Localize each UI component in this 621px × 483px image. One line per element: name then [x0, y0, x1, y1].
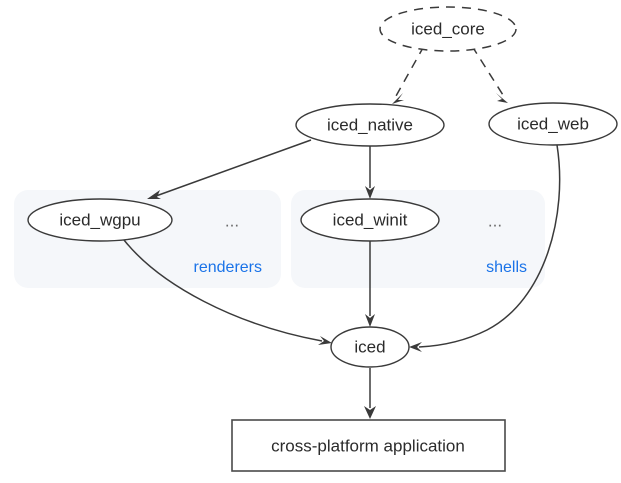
- shells-more-ellipsis: ...: [488, 211, 502, 230]
- node-iced-web-label: iced_web: [517, 114, 589, 133]
- edge-web-to-iced: [409, 144, 561, 352]
- node-iced-shape[interactable]: [330, 326, 410, 368]
- node-iced-winit[interactable]: iced_winit: [300, 198, 440, 242]
- edge-wgpu-to-iced-arrowhead: [318, 336, 332, 345]
- node-iced-wgpu[interactable]: iced_wgpu: [27, 198, 173, 242]
- node-iced-label: iced: [354, 337, 385, 356]
- node-iced-core[interactable]: iced_core: [379, 6, 517, 52]
- renderers-more-ellipsis: ...: [225, 211, 239, 230]
- node-cross-platform-application-shape[interactable]: [231, 419, 506, 472]
- edge-wgpu-to-iced: [123, 239, 332, 345]
- edge-wgpu-to-iced-line: [123, 239, 323, 342]
- node-iced-native[interactable]: iced_native: [295, 103, 445, 147]
- node-iced-wgpu-label: iced_wgpu: [59, 210, 140, 229]
- edge-native-to-winit-arrowhead: [365, 186, 375, 199]
- cluster-renderers-label: renderers: [194, 259, 262, 276]
- edge-core-to-native: [392, 45, 425, 104]
- edge-native-to-wgpu-arrowhead: [147, 190, 161, 199]
- edge-web-to-iced-arrowhead: [409, 342, 422, 352]
- edge-winit-to-iced: [365, 241, 375, 327]
- node-iced-core-shape[interactable]: [379, 6, 517, 52]
- node-iced-web-shape[interactable]: [488, 102, 618, 146]
- node-cross-platform-application[interactable]: cross-platform application: [231, 419, 506, 472]
- node-iced-winit-shape[interactable]: [300, 198, 440, 242]
- edge-native-to-wgpu: [147, 139, 312, 199]
- node-iced-core-label: iced_core: [411, 19, 485, 38]
- edge-core-to-web-arrowhead: [496, 93, 508, 103]
- node-iced[interactable]: iced: [330, 326, 410, 368]
- edge-web-to-iced-line: [418, 144, 561, 348]
- edge-core-to-web: [471, 45, 508, 103]
- edge-native-to-winit: [365, 146, 375, 199]
- edge-core-to-web-line: [471, 45, 504, 96]
- node-cross-platform-application-label: cross-platform application: [271, 436, 465, 455]
- edge-winit-to-iced-arrowhead: [365, 314, 375, 327]
- node-iced-native-label: iced_native: [327, 115, 413, 134]
- edge-core-to-native-line: [395, 45, 425, 97]
- node-iced-wgpu-shape[interactable]: [27, 198, 173, 242]
- node-iced-winit-label: iced_winit: [333, 210, 408, 229]
- node-iced-native-shape[interactable]: [295, 103, 445, 147]
- edge-iced-to-app-arrowhead: [364, 406, 376, 419]
- edge-native-to-wgpu-line: [155, 139, 312, 197]
- edge-iced-to-app: [364, 368, 376, 419]
- node-iced-web[interactable]: iced_web: [488, 102, 618, 146]
- edge-core-to-native-arrowhead: [392, 93, 404, 104]
- cluster-shells-label: shells: [486, 259, 527, 276]
